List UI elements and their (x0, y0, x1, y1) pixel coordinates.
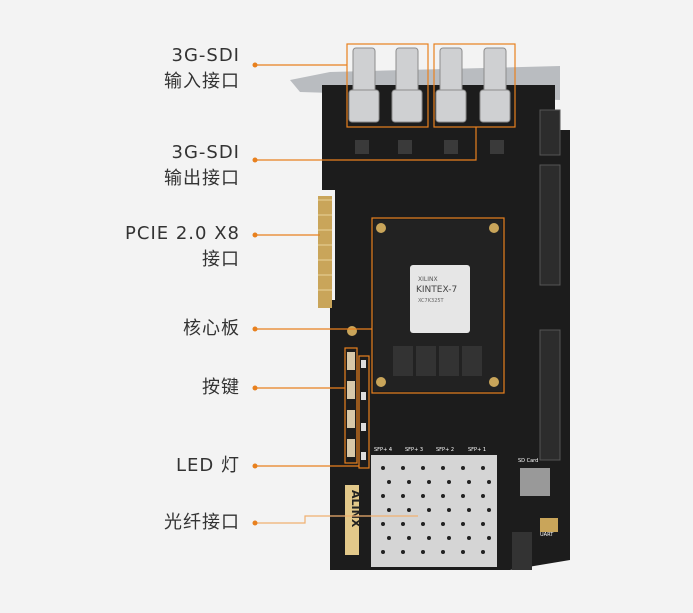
label-buttons: 按键 (202, 377, 240, 398)
sfp-label: SFP+ 3 (405, 447, 423, 453)
bnc-connectors (348, 47, 511, 123)
sfp-vent-hole (421, 550, 425, 554)
sfp-vent-hole (401, 494, 405, 498)
label-line: PCIE 2.0 X8 (125, 223, 240, 244)
sfp-vent-hole (467, 536, 471, 540)
sfp-vent-hole (421, 494, 425, 498)
label-core-board: 核心板 (183, 318, 240, 339)
sfp-vent-hole (421, 466, 425, 470)
sfp-vent-hole (467, 508, 471, 512)
sfp-vent-hole (441, 494, 445, 498)
sfp-vent-hole (461, 494, 465, 498)
sfp-vent-hole (401, 466, 405, 470)
sfp-vent-hole (407, 508, 411, 512)
sfp-vent-hole (387, 536, 391, 540)
highlight-boxes (344, 43, 516, 469)
sfp-vent-hole (487, 480, 491, 484)
header-bottom (539, 329, 561, 461)
chip-part: XC7K325T (418, 298, 445, 304)
sfp-vent-hole (461, 522, 465, 526)
sfp-vent-hole (461, 466, 465, 470)
label-sdi-output: 3G-SDI 输出接口 (164, 140, 240, 192)
alinx-logo (345, 485, 359, 555)
sfp-vent-hole (381, 494, 385, 498)
sfp-vent-hole (441, 522, 445, 526)
sfp-vent-hole (441, 466, 445, 470)
chip-family: KINTEX-7 (416, 285, 457, 295)
leds (361, 360, 366, 460)
sfp-vent-hole (401, 550, 405, 554)
label-line: 3G-SDI (171, 45, 240, 66)
sfp-label: SFP+ 4 (374, 447, 392, 453)
sfp-vent-hole (381, 466, 385, 470)
sfp-vent-hole (481, 494, 485, 498)
chip-brand: XILINX (418, 276, 438, 283)
label-line: 输出接口 (164, 168, 240, 189)
sfp-vent-hole (421, 522, 425, 526)
sfp-vent-hole (487, 536, 491, 540)
sfp-label: SFP+ 1 (468, 447, 486, 453)
sfp-vent-hole (407, 480, 411, 484)
sfp-vent-hole (461, 550, 465, 554)
label-fiber: 光纤接口 (164, 512, 240, 533)
sd-label: SD Card (518, 458, 538, 464)
sfp-vent-hole (427, 480, 431, 484)
sfp-vent-hole (427, 536, 431, 540)
sd-slot (520, 468, 550, 496)
sfp-vent-hole (487, 508, 491, 512)
pcie-gold-fingers (318, 196, 332, 308)
uart-label: UART (540, 532, 554, 538)
header-mid (539, 164, 561, 286)
sfp-vent-hole (481, 522, 485, 526)
sfp-vent-hole (481, 550, 485, 554)
sfp-cage (371, 455, 497, 567)
label-line: 输入接口 (164, 71, 240, 92)
sfp-vent-hole (401, 522, 405, 526)
label-line: 3G-SDI (171, 142, 240, 163)
leader-lines (255, 64, 477, 524)
sfp-label: SFP+ 2 (436, 447, 454, 453)
sfp-vent-hole (387, 480, 391, 484)
label-pcie: PCIE 2.0 X8 接口 (125, 221, 240, 273)
sfp-vent-hole (387, 508, 391, 512)
header-top (539, 109, 561, 156)
push-buttons (347, 352, 355, 457)
label-sdi-input: 3G-SDI 输入接口 (164, 43, 240, 95)
sfp-vent-hole (481, 466, 485, 470)
sfp-vent-hole (407, 536, 411, 540)
sfp-vent-hole (427, 508, 431, 512)
sfp-vent-hole (447, 536, 451, 540)
sfp-vent-hole (467, 480, 471, 484)
power-jack (512, 532, 532, 570)
label-led: LED 灯 (176, 455, 240, 476)
sfp-vent-hole (381, 550, 385, 554)
logo-text: ALINX (349, 490, 362, 528)
sfp-vent-hole (381, 522, 385, 526)
sfp-vent-hole (441, 550, 445, 554)
label-line: 接口 (202, 249, 240, 270)
sfp-vent-hole (447, 480, 451, 484)
sfp-vent-hole (447, 508, 451, 512)
fpga-chip (410, 265, 470, 333)
label-dots (252, 62, 258, 526)
uart-port (540, 518, 558, 532)
